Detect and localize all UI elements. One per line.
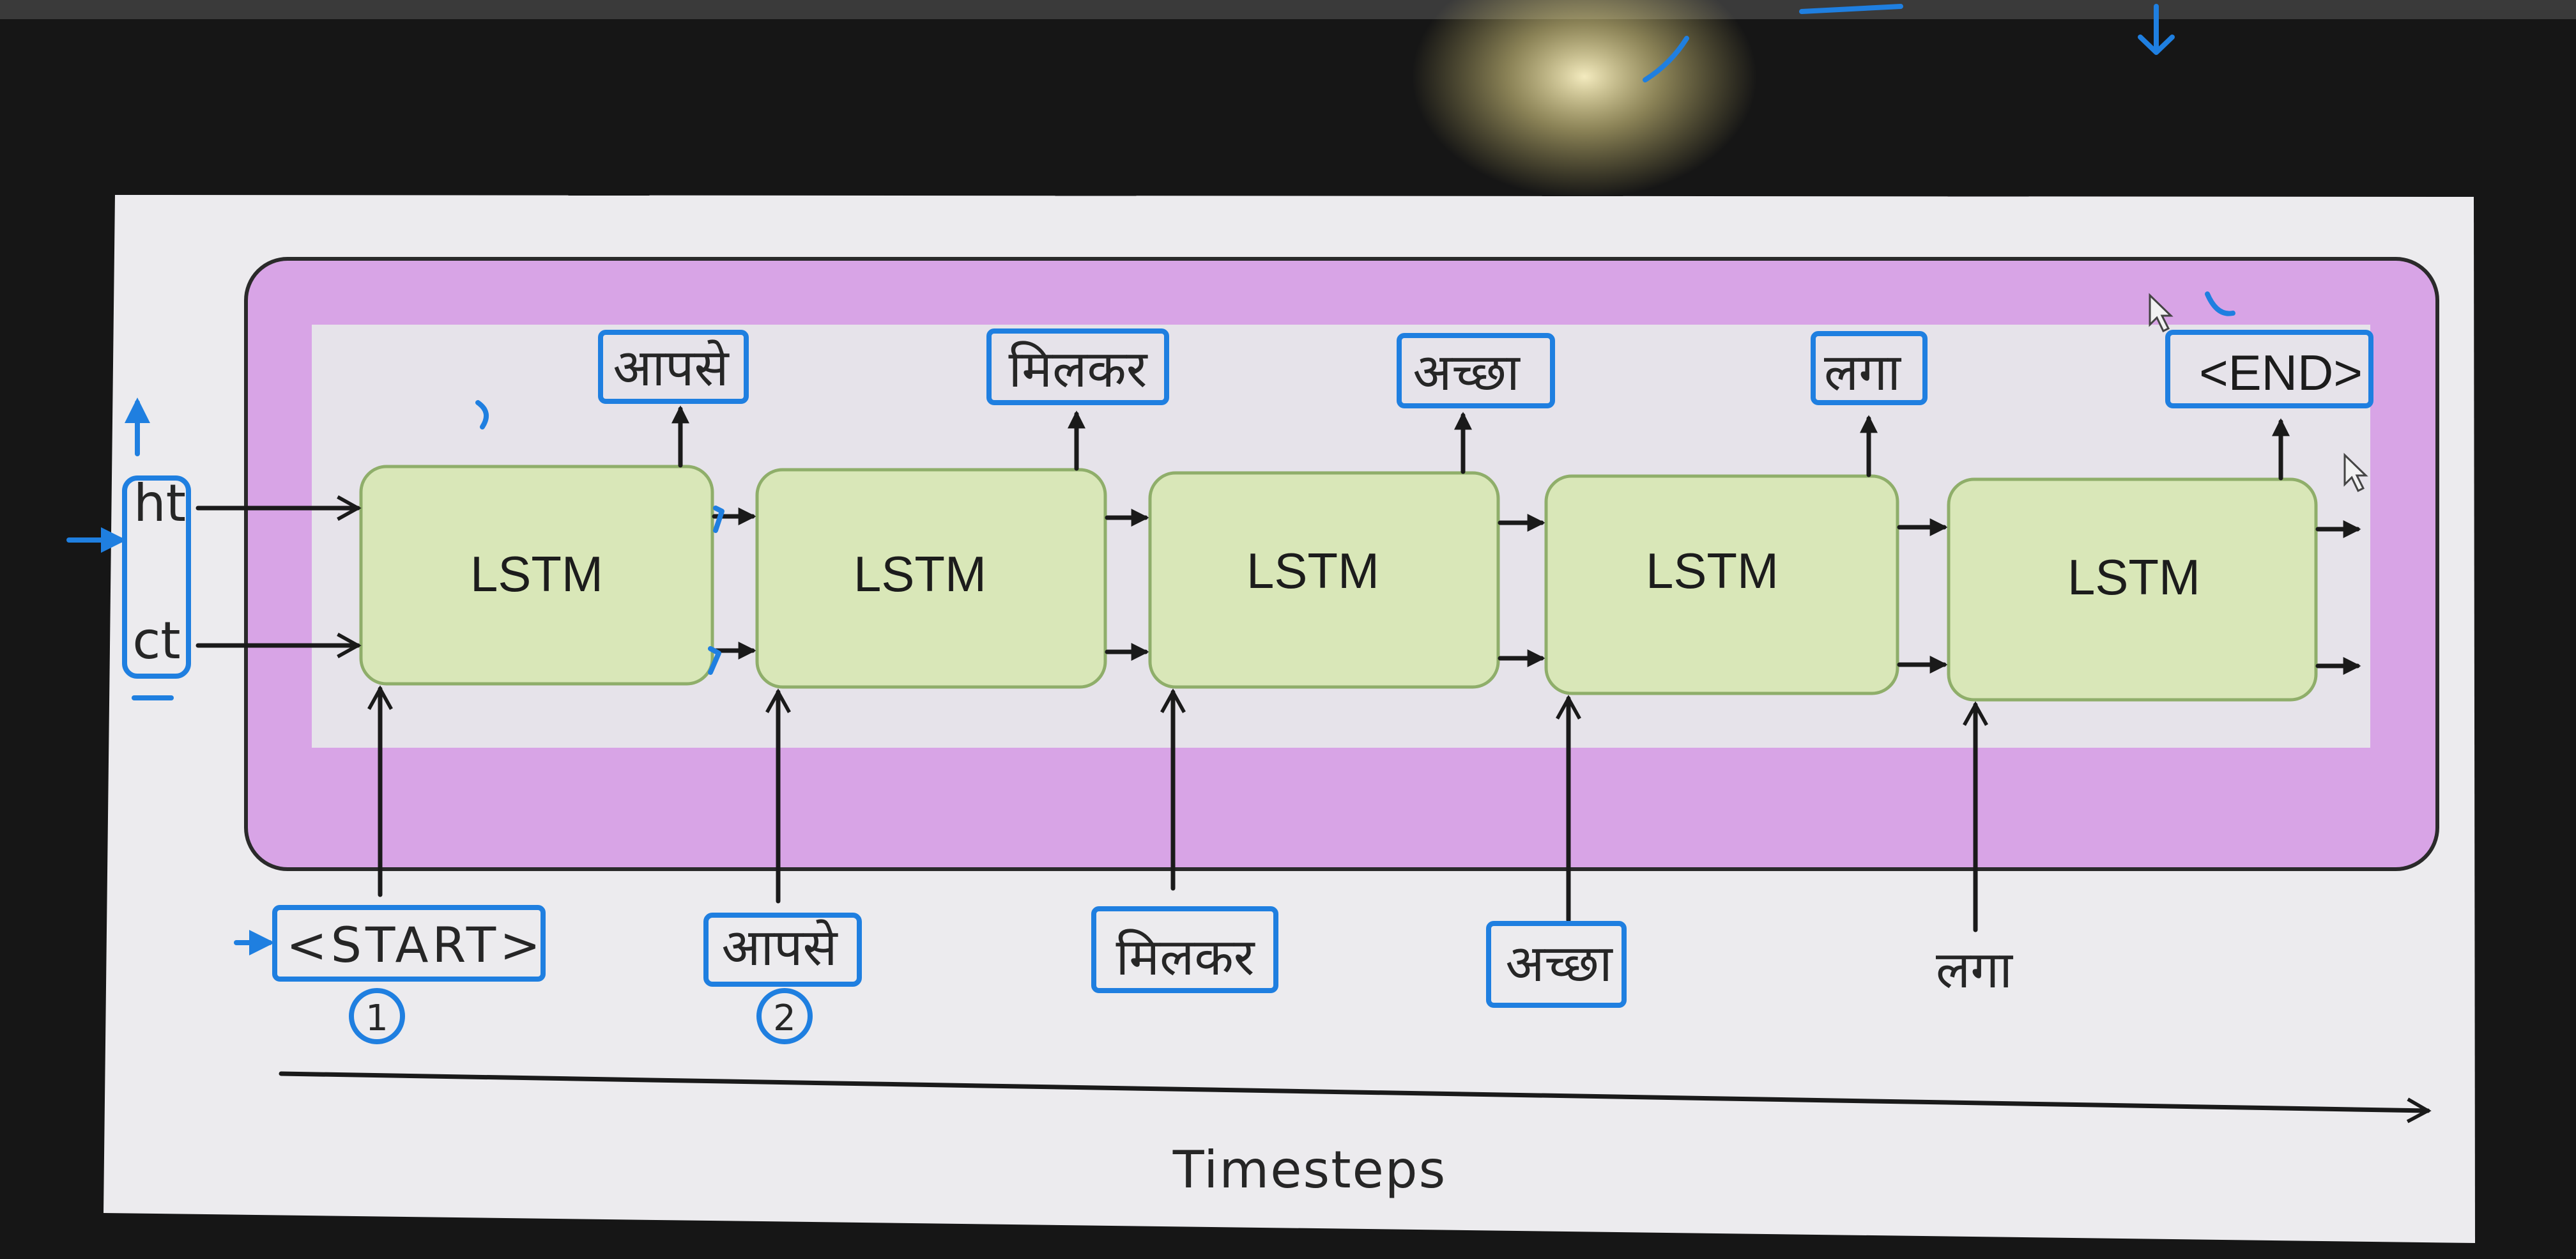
- axis-label: Timesteps: [1172, 1140, 1447, 1200]
- step-badge-1: [349, 988, 405, 1044]
- lstm-cell-3: LSTM: [1148, 471, 1500, 689]
- input-word-2: आपसे: [721, 918, 838, 977]
- output-word-1: आपसे: [613, 338, 730, 398]
- mouse-cursor-icon: [2343, 452, 2368, 493]
- output-word-3: अच्छा: [1413, 343, 1521, 402]
- hidden-state-label: ht: [134, 474, 186, 533]
- output-word-4: लगा: [1824, 343, 1901, 402]
- step-number-1: 1: [365, 998, 388, 1039]
- lstm-label: LSTM: [1246, 543, 1379, 599]
- lstm-cell-1: LSTM: [359, 465, 714, 686]
- input-word-5: लगा: [1936, 940, 2013, 1000]
- lstm-cell-2: LSTM: [755, 468, 1107, 689]
- step-badge-2: [756, 988, 813, 1044]
- light-glare: [1412, 0, 1757, 198]
- input-word-1: <START>: [286, 916, 544, 973]
- lstm-label: LSTM: [854, 546, 986, 602]
- timestep-axis: [279, 1071, 2432, 1124]
- step-number-2: 2: [773, 998, 796, 1039]
- lstm-label: LSTM: [2067, 549, 2200, 605]
- lstm-cell-5: LSTM: [1947, 477, 2318, 702]
- mouse-cursor-icon: [2149, 293, 2174, 333]
- lstm-label: LSTM: [470, 546, 603, 602]
- cell-state-label: ct: [132, 611, 180, 670]
- output-word-5: <END>: [2199, 344, 2363, 401]
- input-word-4: अच्छा: [1505, 934, 1613, 993]
- output-word-2: मिलकर: [1009, 339, 1148, 399]
- blue-annotations: [66, 4, 2373, 1044]
- input-word-3: मिलकर: [1116, 927, 1255, 987]
- lstm-label: LSTM: [1646, 543, 1779, 599]
- lstm-cell-4: LSTM: [1544, 474, 1899, 695]
